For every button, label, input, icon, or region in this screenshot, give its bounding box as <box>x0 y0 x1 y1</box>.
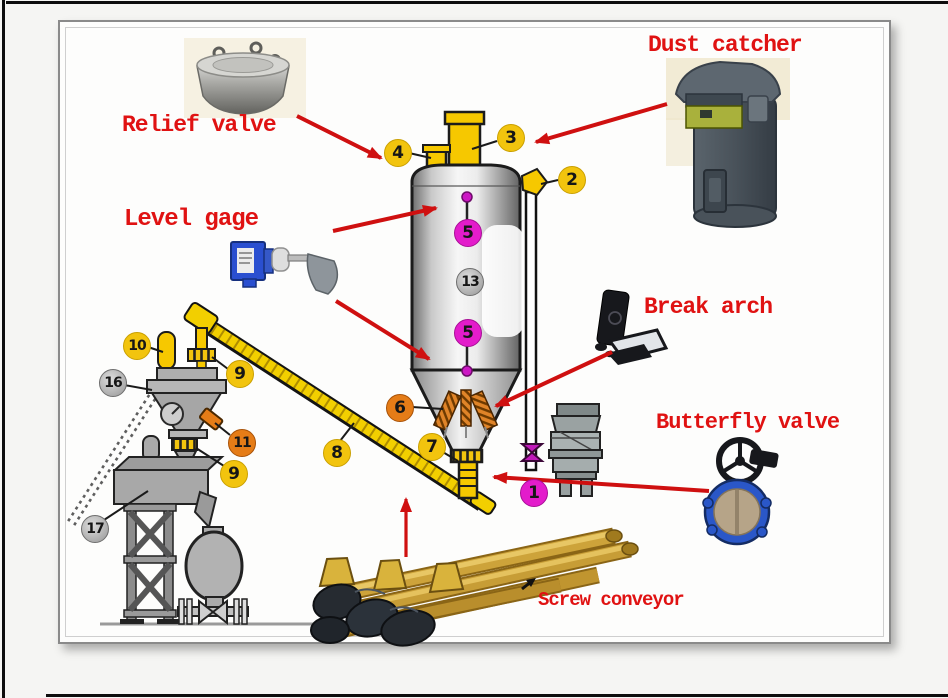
badge-label: 5 <box>462 323 474 343</box>
level-gage-photo <box>230 241 339 295</box>
badge-17: 17 <box>81 515 109 543</box>
label-text: Level gage <box>124 206 259 233</box>
label-text: Relief valve <box>122 112 277 138</box>
badge-connectors <box>103 140 559 521</box>
badge-label: 11 <box>233 435 252 451</box>
badge-label: 17 <box>86 521 105 537</box>
badge-5-upper: 5 <box>454 219 482 247</box>
relief-valve-photo <box>184 38 306 118</box>
bulk-truck <box>548 403 603 497</box>
badge-13: 13 <box>456 268 484 296</box>
screw-conveyor-photo <box>310 527 639 647</box>
cursor-arrow-icon <box>521 578 536 591</box>
badge-9-lower: 9 <box>220 460 248 488</box>
photo-edge-left <box>2 0 5 698</box>
badge-label: 9 <box>228 464 240 484</box>
break-arch-arrow <box>494 350 613 408</box>
diagram-panel-inner-border <box>65 27 884 637</box>
inclined-screw-conveyor <box>183 301 497 515</box>
pressure-tank-and-valve <box>177 526 249 626</box>
badge-label: 3 <box>505 128 517 148</box>
screw-conveyor-label: Screw conveyor <box>538 589 685 611</box>
stair-rail <box>65 388 161 528</box>
badge-5-lower: 5 <box>454 319 482 347</box>
badge-4: 4 <box>384 139 412 167</box>
badge-3: 3 <box>497 124 525 152</box>
badge-label: 8 <box>331 443 343 463</box>
badge-label: 1 <box>528 483 540 503</box>
badge-1: 1 <box>520 479 548 507</box>
badge-9-upper: 9 <box>226 360 254 388</box>
break-arch-label: Break arch <box>644 294 773 320</box>
label-text: Break arch <box>644 294 773 320</box>
badge-label: 2 <box>566 170 578 190</box>
badge-label: 4 <box>392 143 404 163</box>
badge-11: 11 <box>228 429 256 457</box>
badge-label: 6 <box>394 398 406 418</box>
badge-16: 16 <box>99 369 127 397</box>
badge-7: 7 <box>418 433 446 461</box>
level-gage-arrow-upper <box>332 204 438 233</box>
label-text: Butterfly valve <box>656 410 840 435</box>
dust-catcher-arrow <box>534 102 668 145</box>
badge-label: 5 <box>462 223 474 243</box>
badge-label: 9 <box>234 364 246 384</box>
badge-label: 13 <box>461 274 480 290</box>
dust-catcher-label: Dust catcher <box>648 32 803 58</box>
storage-box-and-tower <box>100 456 330 626</box>
badge-label: 7 <box>426 437 438 457</box>
photo-edge-bottom <box>46 694 948 697</box>
dust-catcher-photo <box>666 58 790 228</box>
level-gage-arrow-lower <box>334 299 431 361</box>
label-text: Dust catcher <box>648 32 803 58</box>
level-gage-label: Level gage <box>124 206 259 233</box>
badge-6: 6 <box>386 394 414 422</box>
badge-label: 16 <box>104 375 123 391</box>
relief-valve-arrow <box>296 114 383 160</box>
silo <box>409 110 549 500</box>
relief-valve-label: Relief valve <box>122 112 277 138</box>
weigh-hopper-assembly <box>142 327 227 464</box>
label-text: Screw conveyor <box>538 589 685 611</box>
badge-label: 10 <box>128 338 147 354</box>
badge-2: 2 <box>558 166 586 194</box>
badge-8: 8 <box>323 439 351 467</box>
callout-arrows <box>296 102 710 557</box>
badge-10: 10 <box>123 332 151 360</box>
photo-edge-top <box>6 1 948 4</box>
butterfly-valve-photo <box>702 437 779 546</box>
butterfly-valve-label: Butterfly valve <box>656 410 840 435</box>
break-arch-photo <box>595 289 669 365</box>
